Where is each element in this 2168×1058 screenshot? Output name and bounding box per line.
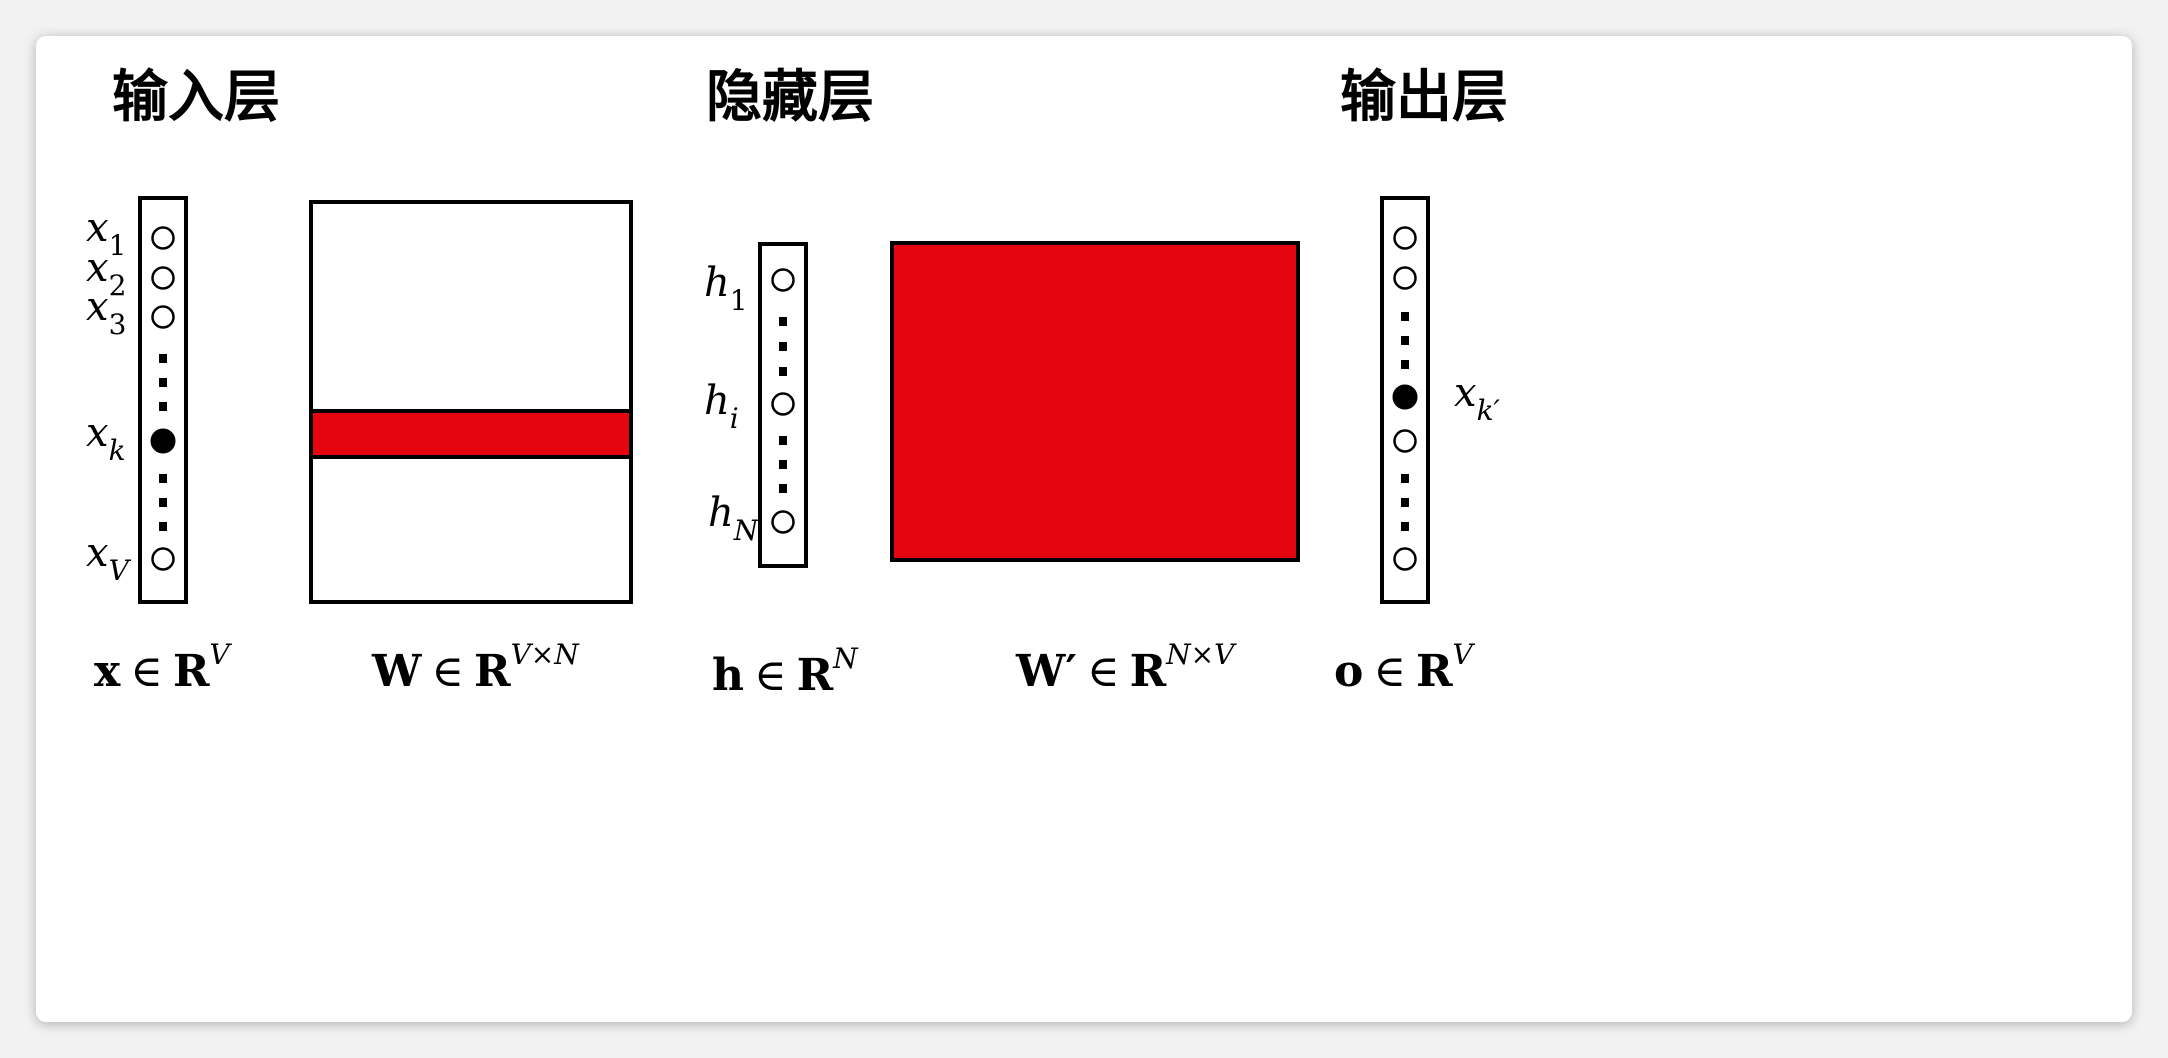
input-dot bbox=[159, 474, 167, 483]
input-dot bbox=[159, 354, 167, 363]
output-dot bbox=[1401, 336, 1409, 345]
word2vec-diagram: 输入层 隐藏层 输出层 x1 x2 x3 xk xV h1 hi hN bbox=[86, 65, 1508, 701]
hidden-label-i: hi bbox=[704, 378, 739, 435]
weight-matrix-w bbox=[309, 200, 633, 604]
input-vector-box bbox=[138, 196, 188, 604]
formula-w-prime: W′∈RN×V bbox=[1015, 638, 1237, 697]
weight-matrix-w-highlight-row bbox=[309, 409, 633, 459]
hidden-dot bbox=[779, 342, 787, 351]
hidden-dot bbox=[779, 436, 787, 445]
output-dot bbox=[1401, 312, 1409, 321]
input-node-k-active bbox=[150, 428, 176, 454]
output-node bbox=[1393, 547, 1417, 571]
hidden-dot bbox=[779, 367, 787, 376]
input-node-3 bbox=[151, 305, 175, 329]
output-node-k-prime-active bbox=[1392, 384, 1418, 410]
hidden-node-n bbox=[771, 510, 795, 534]
output-label-k-prime: xk′ bbox=[1454, 370, 1501, 427]
output-node bbox=[1393, 266, 1417, 290]
hidden-node-i bbox=[771, 392, 795, 416]
output-node bbox=[1393, 226, 1417, 250]
diagram-card: 输入层 隐藏层 输出层 x1 x2 x3 xk xV h1 hi hN bbox=[36, 36, 2132, 1022]
input-node-2 bbox=[151, 266, 175, 290]
hidden-label-1: h1 bbox=[704, 260, 748, 317]
formula-h: h∈RN bbox=[712, 642, 859, 701]
hidden-label-n: hN bbox=[708, 490, 760, 547]
heading-output-layer: 输出层 bbox=[1340, 65, 1508, 130]
output-dot bbox=[1401, 474, 1409, 483]
input-label-3: x3 bbox=[86, 284, 126, 341]
formula-w: W∈RV×N bbox=[371, 638, 580, 697]
formula-o: o∈RV bbox=[1334, 638, 1476, 697]
formula-x: x∈RV bbox=[94, 638, 232, 697]
hidden-dot bbox=[779, 460, 787, 469]
input-dot bbox=[159, 402, 167, 411]
hidden-dot bbox=[779, 484, 787, 493]
hidden-dot bbox=[779, 317, 787, 326]
hidden-node-1 bbox=[771, 268, 795, 292]
input-label-1: x1 bbox=[86, 205, 126, 262]
input-label-v: xV bbox=[86, 530, 132, 587]
input-dot bbox=[159, 378, 167, 387]
input-node-1 bbox=[151, 226, 175, 250]
input-dot bbox=[159, 498, 167, 507]
output-dot bbox=[1401, 522, 1409, 531]
input-label-2: x2 bbox=[86, 245, 126, 302]
output-node bbox=[1393, 429, 1417, 453]
heading-input-layer: 输入层 bbox=[112, 65, 280, 130]
input-label-k: xk bbox=[86, 410, 126, 467]
weight-matrix-w-prime bbox=[890, 241, 1300, 562]
output-dot bbox=[1401, 498, 1409, 507]
input-dot bbox=[159, 522, 167, 531]
input-node-v bbox=[151, 547, 175, 571]
output-dot bbox=[1401, 360, 1409, 369]
heading-hidden-layer: 隐藏层 bbox=[706, 65, 874, 130]
